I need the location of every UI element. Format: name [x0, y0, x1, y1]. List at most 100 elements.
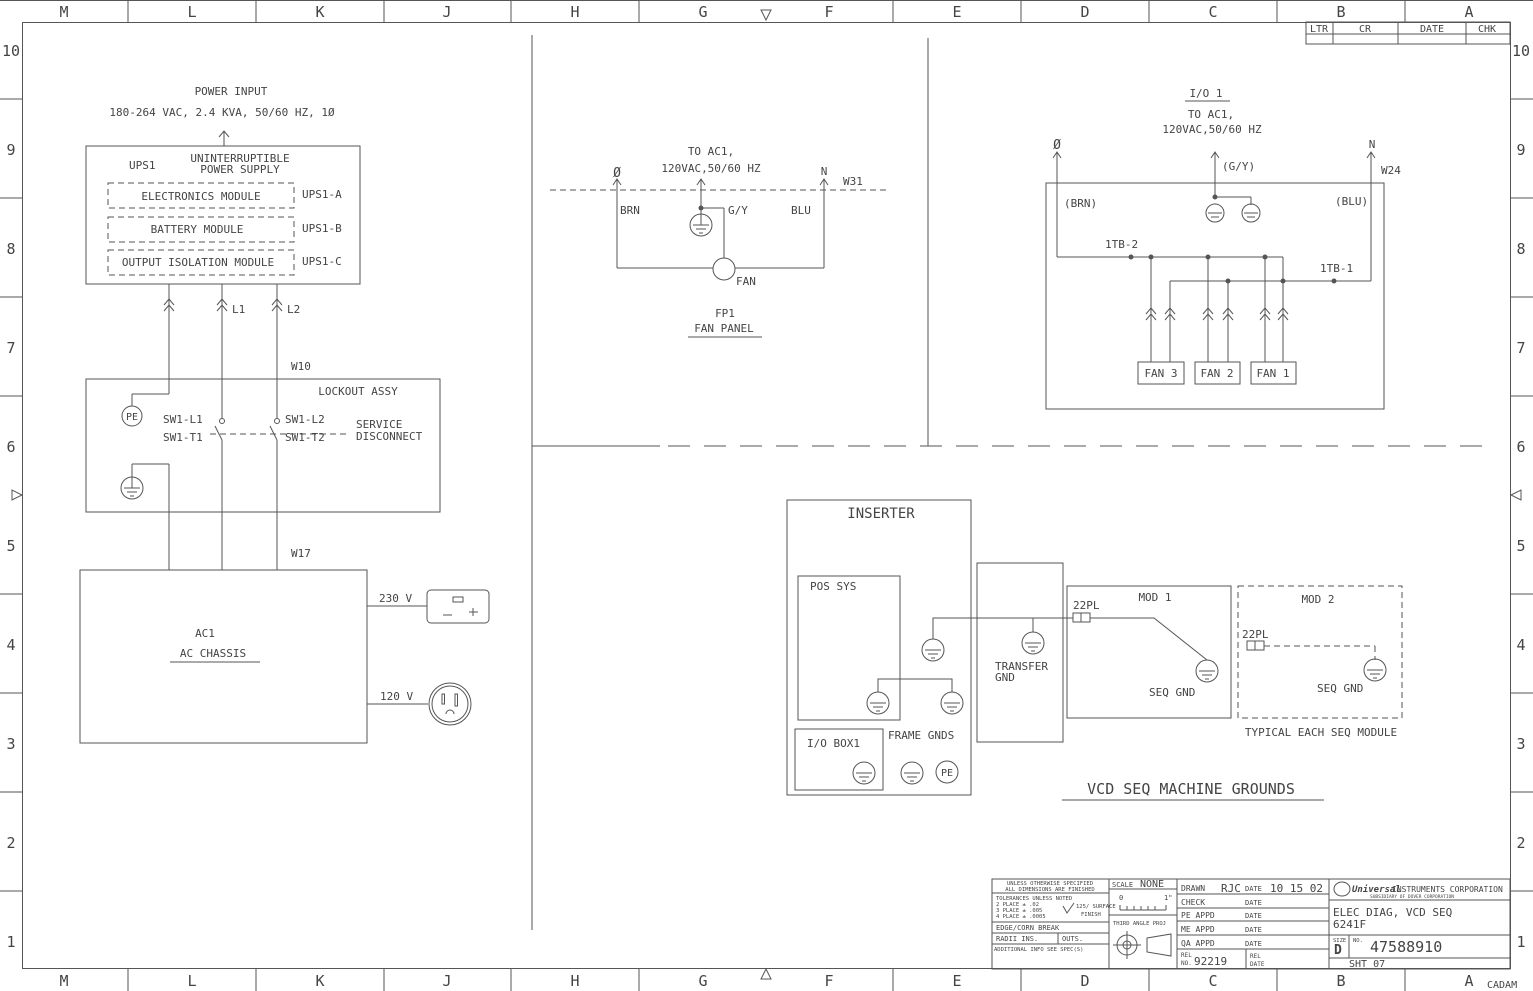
pe-ground-icon	[935, 760, 959, 784]
ups-name-line2: POWER SUPPLY	[200, 163, 280, 176]
tb2-label: 1TB-2	[1105, 238, 1138, 251]
ground-icon	[1205, 203, 1225, 223]
fan-panel-section: TO AC1, 120VAC,50/60 HZ Ø N W31 BRN G/Y …	[550, 145, 890, 338]
col-label-bottom: M	[59, 972, 68, 990]
tb-drawn-by: RJC	[1221, 882, 1241, 895]
w17-label: W17	[291, 547, 311, 560]
col-label-bottom: D	[1080, 972, 1089, 990]
tb-rel-date-label: DATE	[1250, 961, 1265, 968]
tb-note: RADII INS.	[996, 935, 1038, 943]
col-label-top: M	[59, 3, 68, 21]
col-label-bottom: E	[952, 972, 961, 990]
frame-gnds-label: FRAME GNDS	[888, 729, 954, 742]
row-label-right: 3	[1516, 735, 1525, 753]
row-label-left: 5	[6, 537, 15, 555]
row-label-left: 10	[2, 42, 20, 60]
tb-note: 2 PLACE ± .02	[996, 902, 1039, 908]
company-logo-icon	[1333, 881, 1351, 897]
col-label-top: D	[1080, 3, 1089, 21]
fan-box	[1137, 361, 1185, 385]
mod1-label: MOD 1	[1138, 591, 1171, 604]
mod2-label: MOD 2	[1301, 593, 1334, 606]
row-label-right: 5	[1516, 537, 1525, 555]
col-label-top: L	[187, 3, 196, 21]
ground-icon	[900, 761, 924, 785]
ground-icon	[1021, 618, 1045, 655]
lockout-box	[85, 378, 441, 513]
center-mark-bottom-icon	[760, 967, 772, 980]
col-label-bottom: K	[315, 972, 324, 990]
tb-note: UNLESS OTHERWISE SPECIFIED	[1007, 881, 1093, 887]
22pl-label-2: 22PL	[1242, 628, 1269, 641]
col-label-top: H	[570, 3, 579, 21]
col-label-bottom: H	[570, 972, 579, 990]
ac-chassis-label: AC CHASSIS	[180, 647, 246, 660]
120v-receptacle-icon	[428, 682, 472, 726]
tb-date-label: DATE	[1245, 926, 1262, 934]
ups-module-box	[107, 182, 295, 209]
fan-motor-icon	[712, 257, 736, 281]
connector-chevron-icon	[163, 298, 283, 312]
row-label-left: 2	[6, 834, 15, 852]
surface-finish-icon	[1062, 902, 1075, 914]
title-block: UNLESS OTHERWISE SPECIFIED ALL DIMENSION…	[991, 878, 1517, 991]
ups-module-label: ELECTRONICS MODULE	[141, 190, 260, 203]
230v-receptacle-icon	[426, 589, 490, 624]
w10-label: W10	[291, 360, 311, 373]
22pl-label-1: 22PL	[1073, 599, 1100, 612]
disconnect-label: DISCONNECT	[356, 430, 423, 443]
io-box1-label: I/O BOX1	[807, 737, 860, 750]
tb-note: EDGE/CORN BREAK	[996, 924, 1060, 932]
io1-spec-label: 120VAC,50/60 HZ	[1162, 123, 1262, 136]
power-input-spec: 180-264 VAC, 2.4 KVA, 50/60 HZ, 1Ø	[109, 106, 335, 119]
io-box1	[794, 728, 884, 791]
inserter-label: INSERTER	[847, 506, 915, 522]
ups-module-box	[107, 216, 295, 243]
row-label-right: 10	[1512, 42, 1530, 60]
tb-role: ME APPD	[1181, 925, 1215, 934]
tb-role: DRAWN	[1181, 884, 1205, 893]
switch-icon	[210, 418, 350, 570]
row-label-right: 8	[1516, 240, 1525, 258]
tb-date-label: DATE	[1245, 912, 1262, 920]
fp1-label: FP1	[715, 307, 735, 320]
pos-sys-box	[797, 575, 901, 721]
io1-section: I/O 1 TO AC1, 120VAC,50/60 HZ Ø N (G/Y) …	[1045, 87, 1401, 410]
l2-label: L2	[287, 303, 300, 316]
tb-drawn-date: 10 15 02	[1270, 882, 1323, 895]
ups-name-line1: UNINTERRUPTIBLE	[190, 152, 289, 165]
fan-box	[1194, 361, 1241, 385]
fp-fan-label: FAN	[736, 275, 756, 288]
tb-scale-label: SCALE	[1112, 881, 1133, 889]
fp-blu-label: BLU	[791, 204, 811, 217]
ac1-label: AC1	[195, 627, 215, 640]
col-label-top: K	[315, 3, 324, 21]
tb-scale-value: NONE	[1140, 879, 1164, 890]
fan-panel-label: FAN PANEL	[694, 322, 754, 335]
service-label: SERVICE	[356, 418, 402, 431]
ground-icon	[866, 691, 890, 715]
io1-gy-label: (G/Y)	[1222, 160, 1255, 173]
col-label-bottom: F	[824, 972, 833, 990]
ups-box	[85, 145, 361, 285]
io1-brn-label: (BRN)	[1064, 197, 1097, 210]
col-label-top: F	[824, 3, 833, 21]
tb-rel-no: 92219	[1194, 955, 1227, 968]
typical-note: TYPICAL EACH SEQ MODULE	[1245, 726, 1397, 739]
fan-label: FAN 2	[1200, 367, 1233, 380]
fp-brn-label: BRN	[620, 204, 640, 217]
mod1-box	[1066, 585, 1232, 719]
tb1-label: 1TB-1	[1320, 262, 1353, 275]
tb-note: 4 PLACE ± .0005	[996, 914, 1046, 920]
center-mark-right-icon	[1509, 489, 1522, 501]
zone-dividers	[531, 35, 1490, 930]
230v-label: 230 V	[379, 592, 412, 605]
col-label-top: J	[442, 3, 451, 21]
row-label-right: 6	[1516, 438, 1525, 456]
l1-label: L1	[232, 303, 245, 316]
machine-grounds-title: VCD SEQ MACHINE GROUNDS	[1087, 780, 1295, 798]
ground-icon	[120, 464, 144, 500]
center-mark-top-icon	[760, 9, 772, 22]
